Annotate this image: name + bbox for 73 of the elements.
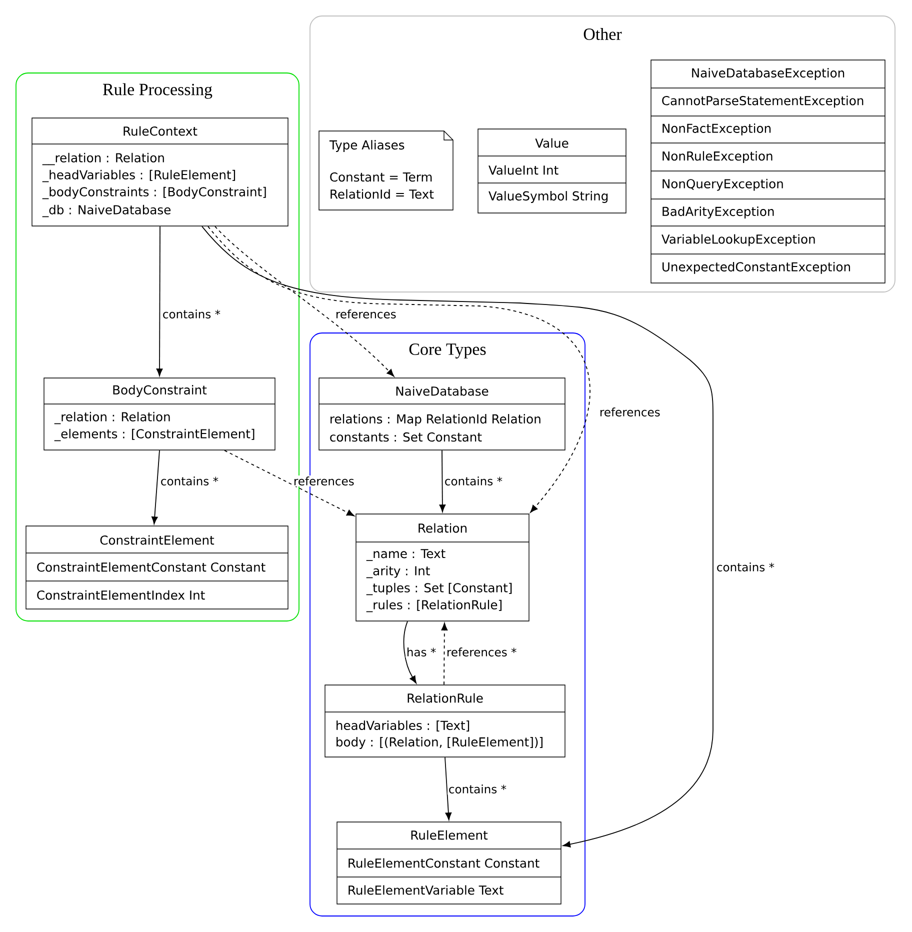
class-name: NaiveDatabaseException bbox=[692, 68, 844, 80]
arrow bbox=[444, 757, 452, 820]
class-name: RuleContext bbox=[124, 126, 198, 136]
field-text: ValueSymbol String bbox=[488, 191, 608, 203]
field-text: NonRuleException bbox=[662, 151, 772, 164]
class-box bbox=[478, 128, 626, 214]
class-box bbox=[26, 526, 288, 610]
class-name: Value bbox=[535, 138, 568, 148]
field-text: constants : Set Constant bbox=[330, 432, 482, 442]
class-name: RuleElement bbox=[411, 830, 488, 840]
field-text: ConstraintElementConstant Constant bbox=[37, 562, 266, 572]
field-text: _bodyConstraints : [BodyConstraint] bbox=[42, 186, 266, 200]
class-box bbox=[336, 822, 562, 904]
cluster-frame bbox=[310, 16, 896, 292]
field-text: RuleElementVariable Text bbox=[348, 885, 504, 895]
cluster-title: Other bbox=[584, 28, 622, 40]
arrow bbox=[202, 226, 714, 848]
class-name: Relation bbox=[418, 523, 466, 533]
field-text: _db : NaiveDatabase bbox=[42, 204, 171, 218]
arrow bbox=[156, 226, 163, 376]
edge-label: references bbox=[334, 308, 398, 320]
field-text: ValueInt Int bbox=[488, 165, 558, 175]
field-text: _rules : [RelationRule] bbox=[366, 600, 502, 612]
cluster-title: Core Types bbox=[409, 344, 486, 358]
class-box bbox=[324, 684, 566, 758]
field-text: RuleElementConstant Constant bbox=[348, 858, 540, 868]
edge-label: contains * bbox=[159, 476, 220, 486]
edge-label: contains * bbox=[715, 562, 776, 572]
class-name: ConstraintElement bbox=[100, 535, 214, 545]
class-box bbox=[44, 378, 276, 450]
arrow bbox=[151, 450, 160, 524]
note-text: RelationId = Text bbox=[330, 189, 434, 199]
field-text: relations : Map RelationId Relation bbox=[330, 414, 540, 426]
arrow bbox=[214, 226, 394, 377]
class-box bbox=[650, 60, 886, 284]
field-text: CannotParseStatementException bbox=[662, 96, 864, 108]
edge-label: contains * bbox=[443, 476, 504, 486]
field-text: BadArityException bbox=[662, 206, 774, 218]
cluster-title: Rule Processing bbox=[102, 83, 212, 99]
arrow bbox=[441, 622, 448, 685]
field-text: UnexpectedConstantException bbox=[662, 262, 850, 274]
arrow bbox=[439, 450, 446, 512]
field-text: NonQueryException bbox=[662, 178, 783, 191]
class-box bbox=[318, 378, 566, 450]
arrow bbox=[208, 226, 590, 513]
edge-label: contains * bbox=[161, 308, 222, 320]
edge-label: contains * bbox=[447, 784, 508, 794]
edge-label: references bbox=[598, 406, 662, 418]
edge-label: references bbox=[292, 476, 356, 486]
field-text: __relation : Relation bbox=[42, 152, 164, 166]
note-text: Constant = Term bbox=[330, 172, 432, 182]
arrow bbox=[224, 450, 354, 516]
field-text: VariableLookupException bbox=[662, 234, 815, 246]
class-box bbox=[32, 118, 288, 226]
class-name: RelationRule bbox=[408, 693, 483, 703]
field-text: _arity : Int bbox=[366, 566, 430, 578]
note-box bbox=[318, 130, 454, 210]
field-text: _name : Text bbox=[366, 549, 446, 561]
class-box bbox=[356, 514, 530, 622]
field-text: _tuples : Set [Constant] bbox=[366, 582, 512, 596]
class-name: BodyConstraint bbox=[113, 385, 207, 397]
field-text: headVariables : [Text] bbox=[336, 720, 470, 732]
field-text: ConstraintElementIndex Int bbox=[37, 590, 205, 600]
class-name: NaiveDatabase bbox=[396, 386, 488, 396]
note-heading: Type Aliases bbox=[329, 140, 404, 152]
edge-label: has * bbox=[405, 646, 438, 658]
field-text: _relation : Relation bbox=[54, 412, 170, 424]
field-text: NonFactException bbox=[662, 123, 771, 136]
edge-label: references * bbox=[445, 646, 518, 658]
field-text: _elements : [ConstraintElement] bbox=[54, 428, 254, 442]
arrow bbox=[403, 621, 416, 684]
field-text: _headVariables : [RuleElement] bbox=[42, 170, 236, 182]
field-text: body : [(Relation, [RuleElement])] bbox=[336, 737, 542, 749]
